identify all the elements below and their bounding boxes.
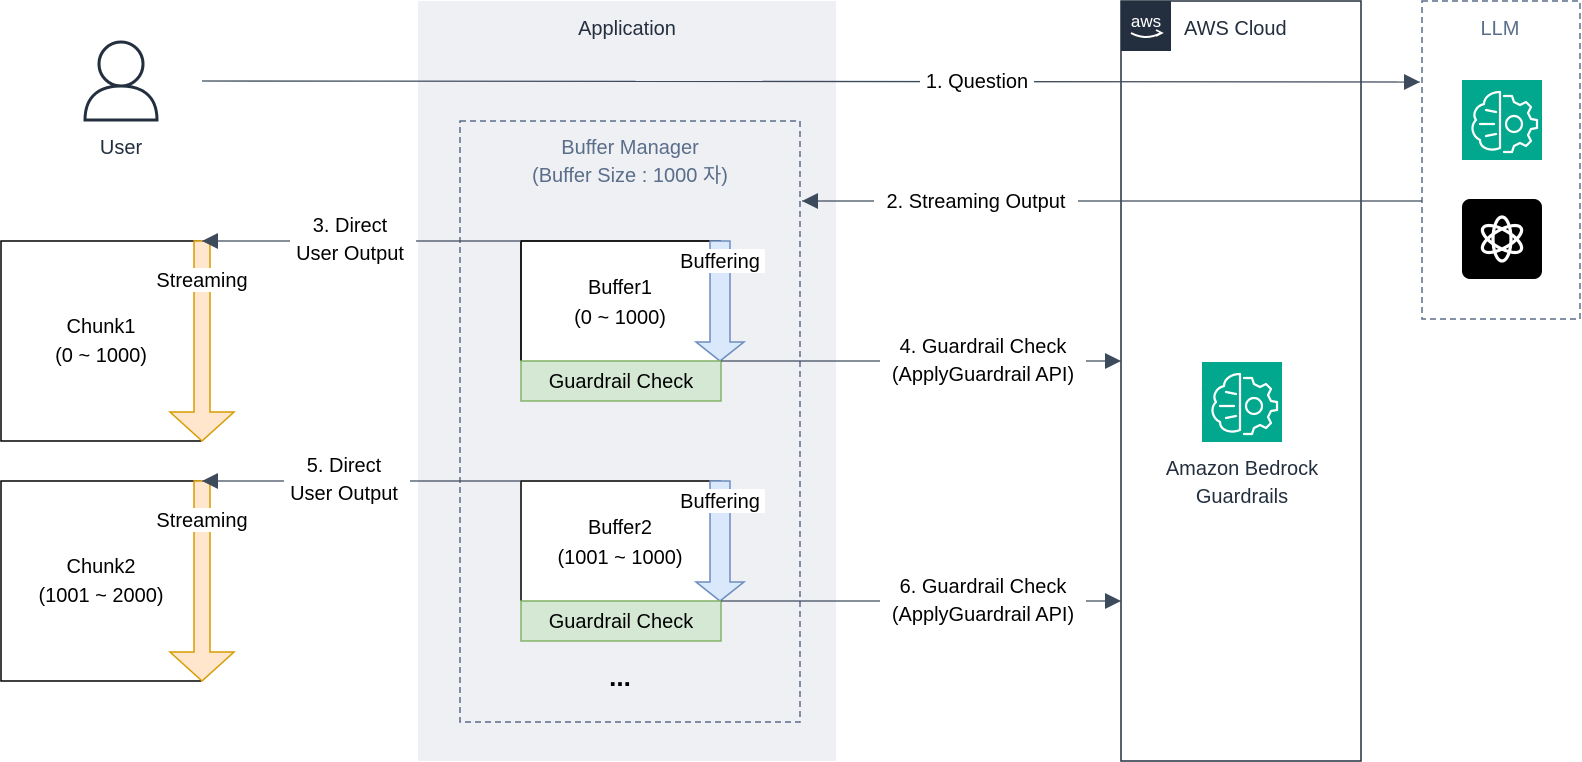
step-4-label-line1: 4. Guardrail Check — [900, 336, 1068, 358]
streaming-label-1: Streaming — [156, 270, 247, 292]
chunk-1-range: (0 ~ 1000) — [55, 345, 147, 367]
buffer-manager-box — [459, 120, 801, 723]
svg-text:aws: aws — [1131, 12, 1161, 31]
buffer-2-name: Buffer2 — [588, 517, 652, 539]
step-3-label-line1: 3. Direct — [313, 215, 388, 237]
buffer-1-name: Buffer1 — [588, 277, 652, 299]
buffer-manager-size: (Buffer Size : 1000 자) — [532, 164, 728, 187]
step-4-label-line2: (ApplyGuardrail API) — [892, 364, 1074, 386]
user-icon — [83, 40, 159, 122]
step-2-label: 2. Streaming Output — [887, 191, 1066, 213]
openai-icon — [1462, 199, 1542, 279]
streaming-label-2: Streaming — [156, 510, 247, 532]
guardrails-brain-icon — [1202, 362, 1282, 442]
chunk-2: Streaming Chunk2 (1001 ~ 2000) — [0, 480, 254, 683]
guardrail-check-label-1: Guardrail Check — [549, 371, 695, 393]
step-1-label: 1. Question — [926, 71, 1028, 93]
buffer-1-range: (0 ~ 1000) — [574, 307, 666, 329]
buffering-label-2: Buffering — [680, 491, 760, 513]
guardrail-check-box-1 — [520, 360, 722, 402]
bedrock-brain-icon — [1462, 80, 1542, 160]
buffer-2-range: (1001 ~ 1000) — [557, 547, 682, 569]
aws-cloud-title: AWS Cloud — [1184, 18, 1287, 40]
llm-group — [1421, 0, 1581, 320]
aws-logo-icon: aws — [1121, 1, 1171, 51]
chunk-2-name: Chunk2 — [67, 556, 136, 578]
step-5-label-line2: User Output — [290, 483, 398, 505]
aws-cloud-group — [1120, 0, 1362, 762]
user-label: User — [100, 137, 143, 159]
chunk-1-name: Chunk1 — [67, 316, 136, 338]
buffer-2: Buffering Buffer2 (1001 ~ 1000) Guardrai… — [520, 480, 765, 642]
arrow-question — [201, 73, 1421, 90]
buffering-label-1: Buffering — [680, 251, 760, 273]
guardrails-label-line1: Amazon Bedrock — [1166, 458, 1319, 480]
step-6-label-line2: (ApplyGuardrail API) — [892, 604, 1074, 626]
ellipsis: ... — [609, 662, 631, 692]
buffer-1: Buffering Buffer1 (0 ~ 1000) Guardrail C… — [520, 240, 765, 402]
chunk-2-range: (1001 ~ 2000) — [38, 585, 163, 607]
step-5-label-line1: 5. Direct — [307, 455, 382, 477]
guardrails-label-line2: Guardrails — [1196, 486, 1288, 508]
guardrail-check-label-2: Guardrail Check — [549, 611, 695, 633]
guardrail-check-box-2 — [520, 600, 722, 642]
chunk-1: Streaming Chunk1 (0 ~ 1000) — [0, 240, 254, 443]
llm-title: LLM — [1481, 18, 1520, 40]
step-6-label-line1: 6. Guardrail Check — [900, 576, 1068, 598]
buffer-manager-title: Buffer Manager — [561, 137, 699, 159]
application-title: Application — [578, 18, 676, 40]
step-3-label-line2: User Output — [296, 243, 404, 265]
